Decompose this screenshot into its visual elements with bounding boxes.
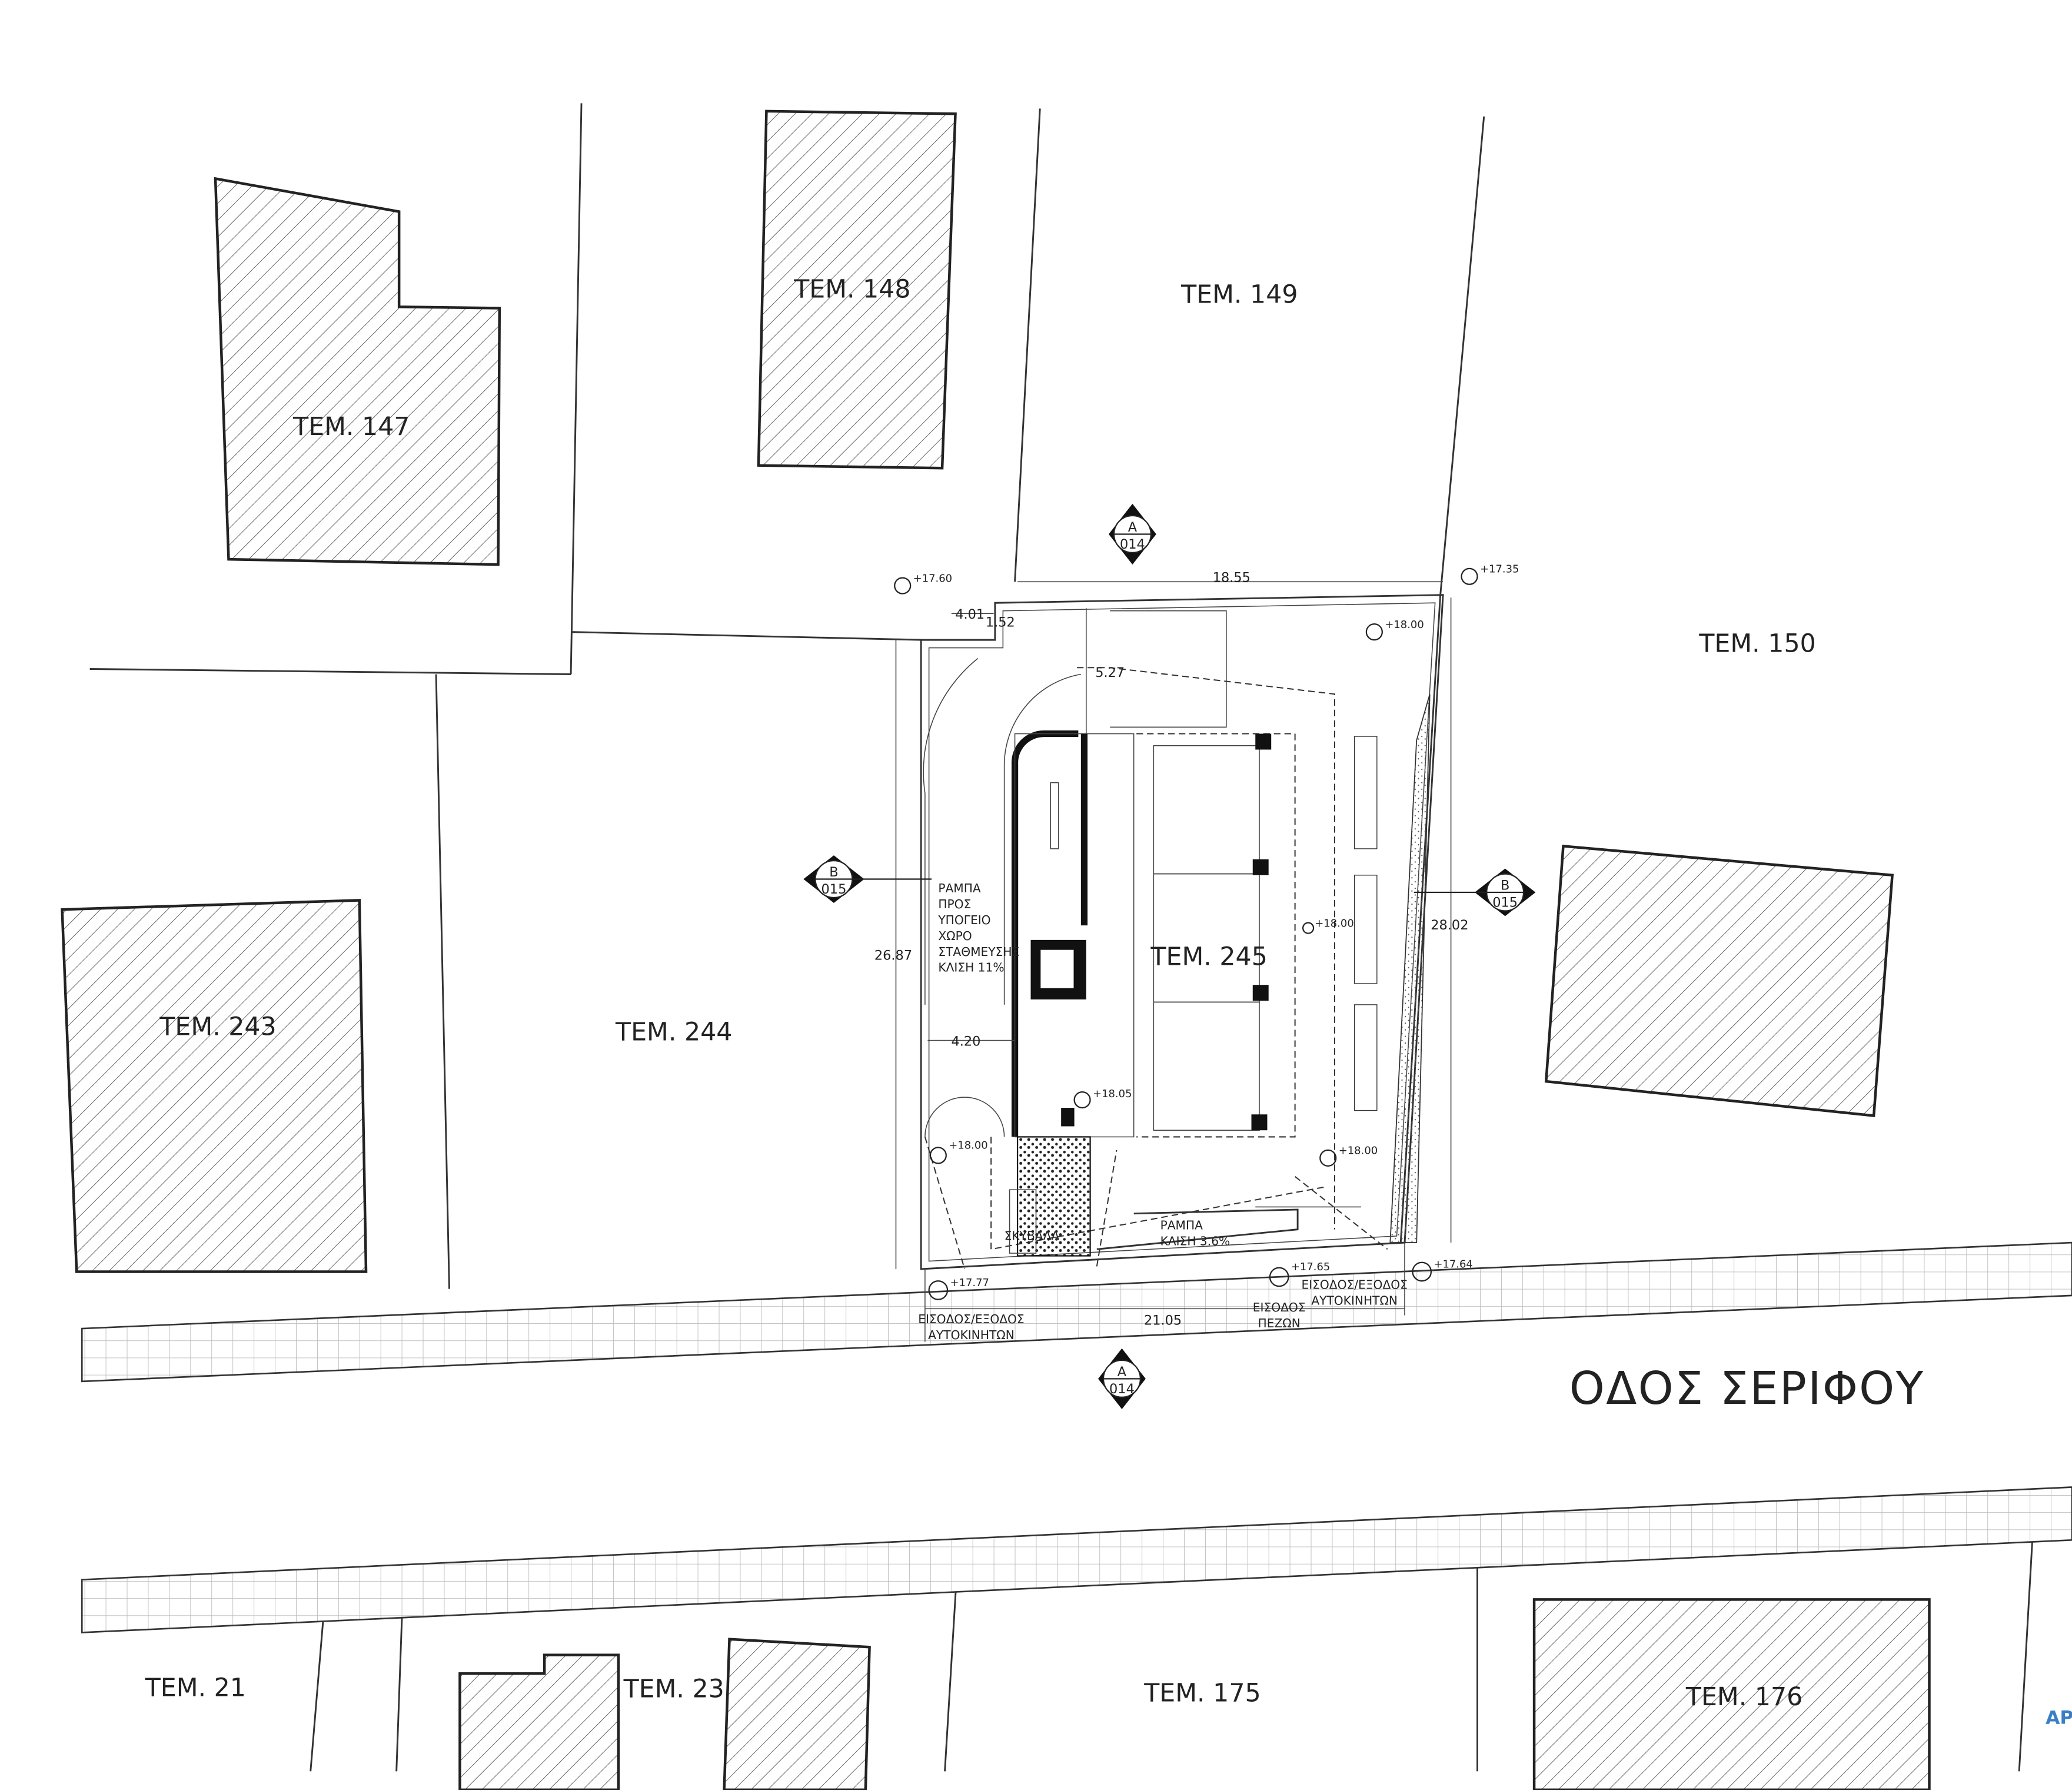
svg-text:B: B [1501, 878, 1509, 894]
svg-text:015: 015 [822, 882, 847, 897]
plot-label-148: ΤΕΜ. 148 [793, 275, 910, 304]
car-entry-east-label: ΕΙΣΟΔΟΣ/ΕΞΟΔΟΣ ΑΥΤΟΚΙΝΗΤΩΝ [1301, 1278, 1407, 1308]
neighbour-buildings [61, 109, 1931, 1790]
svg-text:A: A [1128, 520, 1138, 535]
svg-text:ΥΠΟΓΕΙΟ: ΥΠΟΓΕΙΟ [937, 913, 990, 927]
refuse-label: ΣΚΥΒΑΛΑ [1005, 1229, 1060, 1243]
site-tem-245 [920, 594, 1444, 1270]
svg-text:ΚΛΙΣΗ 3.6%: ΚΛΙΣΗ 3.6% [1160, 1234, 1230, 1248]
car-entry-west-label: ΕΙΣΟΔΟΣ/ΕΞΟΔΟΣ ΑΥΤΟΚΙΝΗΤΩΝ [918, 1312, 1024, 1342]
svg-text:+18.00: +18.00 [1385, 619, 1424, 631]
street-name: ΟΔΟΣ ΣΕΡΙΦΟΥ [1569, 1363, 1925, 1415]
svg-text:ΕΙΣΟΔΟΣ/ΕΞΟΔΟΣ: ΕΙΣΟΔΟΣ/ΕΞΟΔΟΣ [1301, 1278, 1407, 1292]
section-marker-a-south: A 014 [1098, 1348, 1146, 1410]
svg-text:21.05: 21.05 [1144, 1313, 1182, 1328]
plot-label-149: ΤΕΜ. 149 [1180, 280, 1298, 310]
dimension-lines [895, 581, 1452, 1342]
plot-label-21: ΤΕΜ. 21 [145, 1673, 246, 1702]
building-tem-21 [458, 1653, 620, 1790]
plot-label-23: ΤΕΜ. 23 [623, 1675, 724, 1704]
svg-text:+17.64: +17.64 [1434, 1258, 1472, 1271]
gravel-area [1016, 1136, 1091, 1257]
svg-text:B: B [829, 865, 838, 880]
svg-text:ΕΙΣΟΔΟΣ: ΕΙΣΟΔΟΣ [1253, 1300, 1306, 1314]
sidewalk-south [81, 1486, 2072, 1633]
svg-text:4.01: 4.01 [955, 607, 985, 622]
plot-label-245: ΤΕΜ. 245 [1150, 942, 1267, 972]
lot-boundaries [89, 103, 2034, 1772]
svg-text:4.20: 4.20 [952, 1034, 981, 1049]
svg-text:+18.00: +18.00 [1315, 917, 1353, 929]
svg-text:+17.35: +17.35 [1480, 563, 1519, 576]
svg-text:ΑΥΤΟΚΙΝΗΤΩΝ: ΑΥΤΟΚΙΝΗΤΩΝ [928, 1328, 1015, 1342]
svg-text:+17.60: +17.60 [913, 572, 952, 585]
svg-text:ΠΡΟΣ: ΠΡΟΣ [938, 897, 971, 911]
plot-label-147: ΤΕΜ. 147 [292, 412, 410, 441]
svg-text:5.27: 5.27 [1095, 665, 1125, 680]
svg-text:18.55: 18.55 [1213, 570, 1250, 585]
building-tem-147 [214, 177, 501, 566]
svg-text:015: 015 [1492, 895, 1518, 911]
building-tem-150 [1544, 844, 1894, 1117]
svg-text:+17.77: +17.77 [950, 1277, 989, 1289]
svg-text:014: 014 [1109, 1381, 1135, 1397]
building-tem-23 [723, 1638, 871, 1790]
plot-label-175: ΤΕΜ. 175 [1143, 1678, 1261, 1708]
svg-text:ΣΤΑΘΜΕΥΣΗΣ: ΣΤΑΘΜΕΥΣΗΣ [938, 945, 1019, 959]
svg-text:+17.65: +17.65 [1291, 1261, 1330, 1273]
svg-text:ΡΑΜΠΑ: ΡΑΜΠΑ [1160, 1218, 1203, 1233]
level-markers [894, 567, 1478, 1300]
planter-strip [1389, 693, 1431, 1243]
level-labels: +17.60 +17.35 +18.00 +18.00 +18.05 +18.0… [913, 563, 1519, 1290]
svg-text:28.02: 28.02 [1431, 918, 1468, 933]
svg-text:+18.00: +18.00 [949, 1140, 987, 1152]
plot-label-243: ΤΕΜ. 243 [159, 1012, 276, 1042]
svg-text:+18.05: +18.05 [1093, 1088, 1132, 1100]
building-tem-148 [757, 109, 957, 470]
parking-bays [1061, 733, 1272, 1131]
svg-text:ΡΑΜΠΑ: ΡΑΜΠΑ [938, 881, 981, 895]
building-tem-243 [61, 899, 368, 1273]
svg-text:ΧΩΡΟ: ΧΩΡΟ [938, 929, 972, 943]
dimension-labels: 18.55 4.01 1.52 5.27 26.87 28.02 4.20 21… [874, 570, 1469, 1328]
svg-text:+18.00: +18.00 [1339, 1145, 1378, 1157]
section-marker-b-west: B 015 [803, 855, 932, 903]
svg-text:A: A [1118, 1364, 1127, 1380]
section-marker-a-north: A 014 [1109, 503, 1156, 565]
small-ramp-note: ΡΑΜΠΑ ΚΛΙΣΗ 3.6% [1160, 1218, 1230, 1248]
plot-label-150: ΤΕΜ. 150 [1698, 629, 1815, 658]
bike-racks [1354, 736, 1378, 1111]
ramp-note: ΡΑΜΠΑ ΠΡΟΣ ΥΠΟΓΕΙΟ ΧΩΡΟ ΣΤΑΘΜΕΥΣΗΣ ΚΛΙΣΗ… [937, 881, 1019, 975]
svg-text:ΕΙΣΟΔΟΣ/ΕΞΟΔΟΣ: ΕΙΣΟΔΟΣ/ΕΞΟΔΟΣ [918, 1312, 1024, 1326]
plot-label-176: ΤΕΜ. 176 [1685, 1682, 1802, 1712]
svg-text:26.87: 26.87 [874, 948, 912, 964]
svg-text:1.52: 1.52 [986, 615, 1015, 630]
svg-text:ΠΕΖΩΝ: ΠΕΖΩΝ [1258, 1316, 1301, 1330]
section-marker-b-east: B 015 [1414, 868, 1536, 916]
pedestrian-entry-label: ΕΙΣΟΔΟΣ ΠΕΖΩΝ [1253, 1300, 1306, 1330]
svg-text:ΑΥΤΟΚΙΝΗΤΩΝ: ΑΥΤΟΚΙΝΗΤΩΝ [1311, 1294, 1398, 1308]
plot-label-244: ΤΕΜ. 244 [615, 1018, 732, 1047]
sidewalk-north [81, 1241, 2072, 1383]
edge-label: ΑΡ [2046, 1707, 2072, 1728]
svg-text:014: 014 [1120, 537, 1145, 552]
svg-text:ΚΛΙΣΗ 11%: ΚΛΙΣΗ 11% [938, 961, 1004, 975]
